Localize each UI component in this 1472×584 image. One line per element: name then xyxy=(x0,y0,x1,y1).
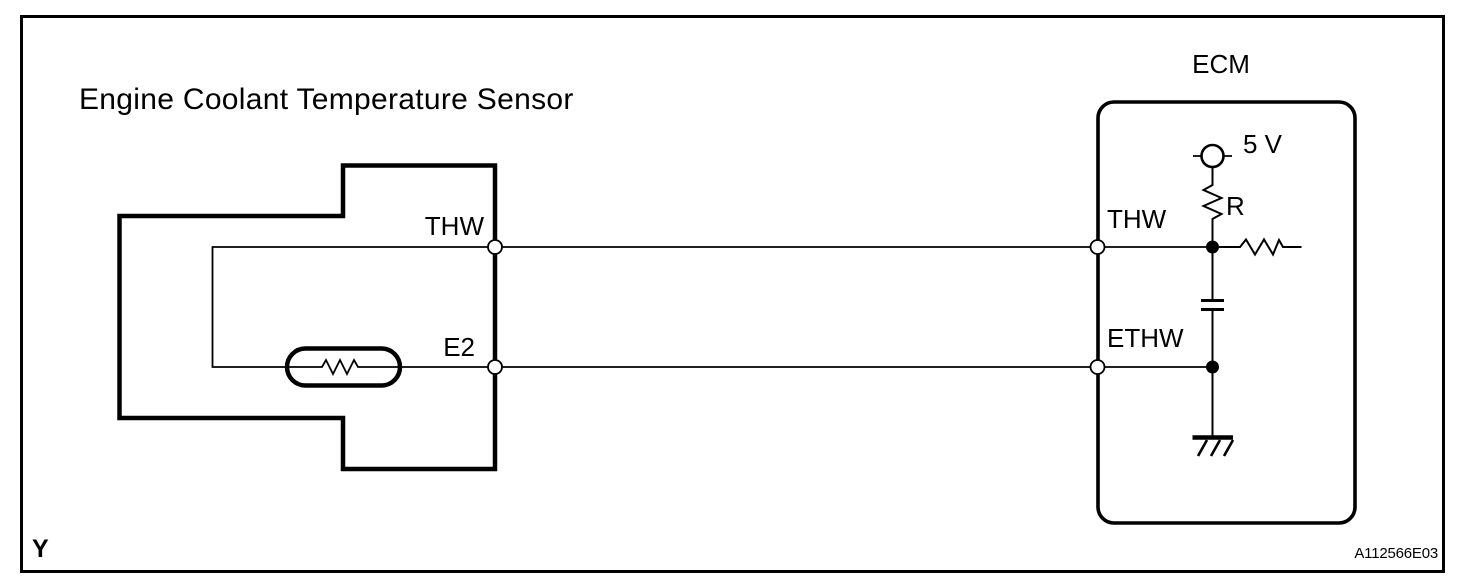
page-marker: Y xyxy=(32,535,49,563)
ecm-terminal-ethw-label: ETHW xyxy=(1107,323,1184,353)
sensor-terminal-thw-circle-icon xyxy=(487,239,503,255)
power-terminal-icon xyxy=(1200,143,1225,169)
ecm-label: ECM xyxy=(1192,49,1250,79)
ecm-terminal-ethw-circle-icon xyxy=(1089,359,1106,375)
sensor-internal-wiring xyxy=(211,246,495,377)
ground-hatch-strokes xyxy=(1196,439,1235,457)
supply-voltage-label: 5 V xyxy=(1243,129,1283,159)
junction-dot-icon xyxy=(1206,240,1219,254)
ecm-box xyxy=(1096,100,1357,525)
thermistor-icon xyxy=(284,346,403,388)
ecm-terminal-thw-label: THW xyxy=(1107,204,1167,234)
pullup-resistor-label: R xyxy=(1226,191,1245,221)
capacitor-icon xyxy=(1201,299,1224,311)
sensor-terminal-thw-label: THW xyxy=(425,211,485,241)
sensor-connector-outline xyxy=(117,163,498,472)
ecm-terminal-thw-circle-icon xyxy=(1089,239,1106,255)
signal-resistor-icon xyxy=(1219,237,1302,257)
junction-dot-icon xyxy=(1206,360,1219,374)
pullup-resistor-icon xyxy=(1201,167,1224,241)
outer-border xyxy=(20,15,1445,573)
figure-code: A112566E03 xyxy=(1354,545,1438,562)
sensor-terminal-e2-label: E2 xyxy=(443,332,475,362)
sensor-terminal-e2-circle-icon xyxy=(487,359,503,375)
diagram-title: Engine Coolant Temperature Sensor xyxy=(79,83,574,116)
